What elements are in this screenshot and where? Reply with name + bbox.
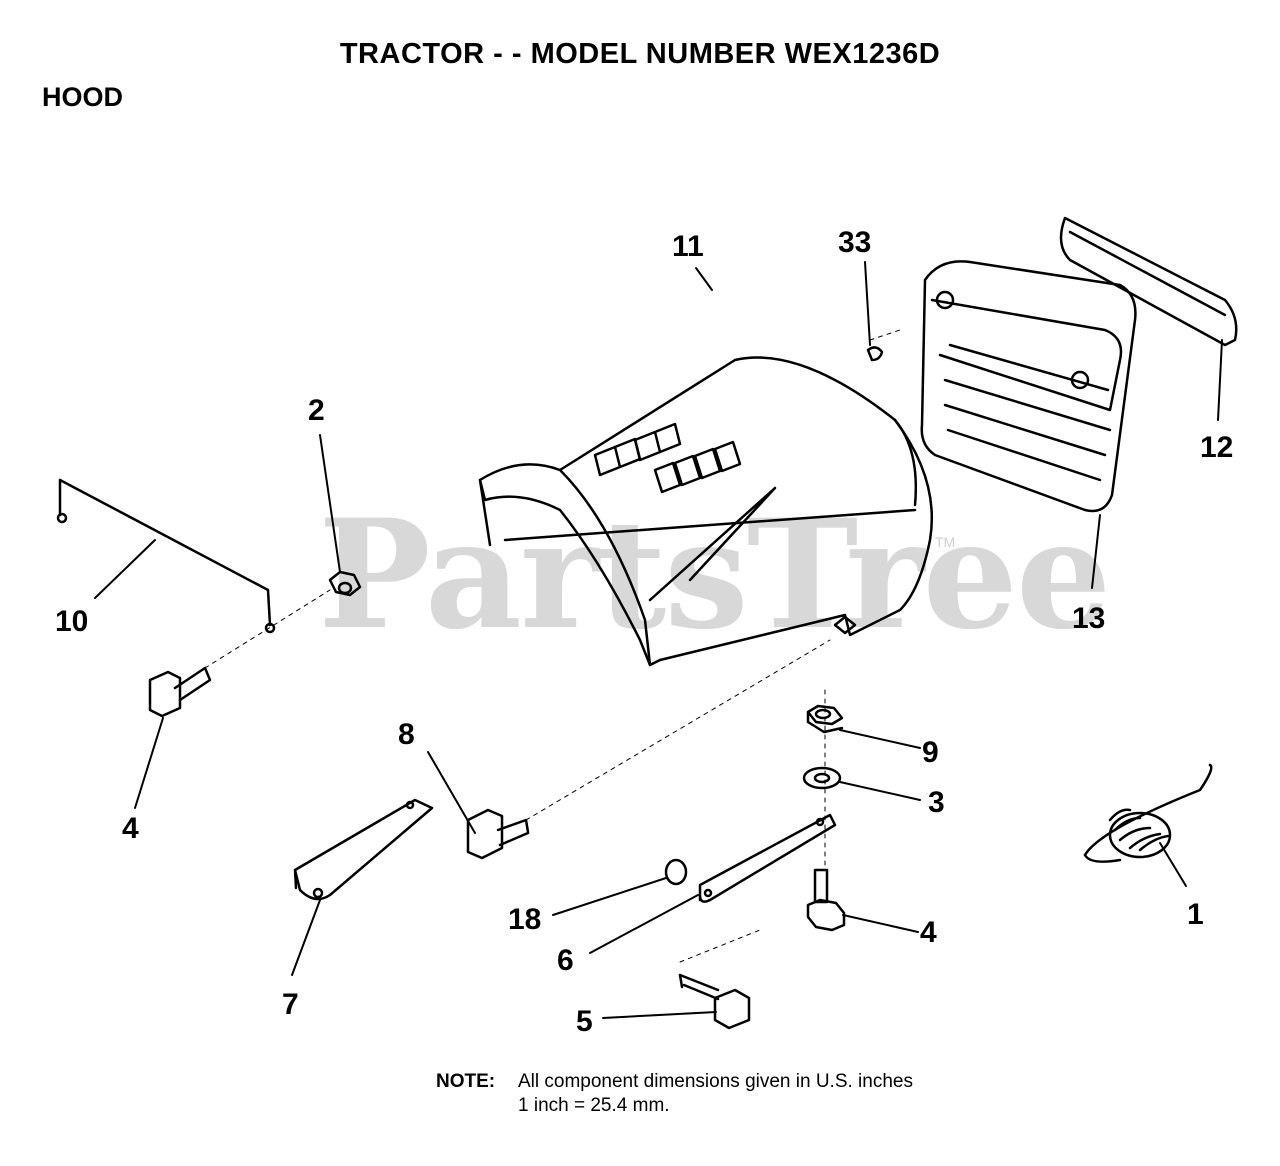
callout-13: 13 [1072,602,1106,635]
note-label: NOTE: [436,1071,496,1092]
grille-part-13 [920,260,1137,513]
assembly-centerlines [204,329,901,963]
nut-part-2 [328,570,362,597]
callout-18: 18 [508,903,542,936]
callout-1: 1 [1187,898,1204,931]
watermark-tm: TM [935,534,956,550]
bolt-part-4-lower [806,868,846,932]
note-block: NOTE: All component dimensions given in U… [436,1070,913,1118]
nut-part-9 [806,704,844,734]
callout-3: 3 [928,786,945,819]
washer-part-3 [802,766,842,790]
callout-33: 33 [838,226,872,259]
spring-part-1 [1083,763,1213,863]
diagram-title: TRACTOR - - MODEL NUMBER WEX1236D [339,38,941,70]
washer-part-18 [664,858,688,886]
callout-5: 5 [576,1005,593,1038]
callout-6: 6 [557,944,574,977]
clip-part-33 [866,346,884,362]
bolt-part-8 [466,808,530,860]
callout-4-lower: 4 [920,916,937,949]
leader-lines [94,261,1223,1019]
bracket-part-6 [698,813,837,903]
nameplate-part-12 [1059,216,1238,347]
callout-4-upper: 4 [122,812,139,845]
callout-2: 2 [308,394,325,427]
callout-11: 11 [672,230,704,263]
callout-7: 7 [282,988,299,1021]
note-line-1: All component dimensions given in U.S. i… [518,1071,913,1092]
rod-part-10 [56,478,276,634]
callout-10: 10 [55,605,89,638]
callout-12: 12 [1200,431,1234,464]
callout-9: 9 [922,736,939,769]
callout-8: 8 [398,718,415,751]
note-line-2: 1 inch = 25.4 mm. [518,1095,670,1116]
section-title: HOOD [42,82,123,112]
bolt-part-4-upper [148,666,212,718]
hood-part-11 [478,356,934,667]
bracket-part-7 [293,798,434,901]
bolt-part-5 [678,973,751,1030]
